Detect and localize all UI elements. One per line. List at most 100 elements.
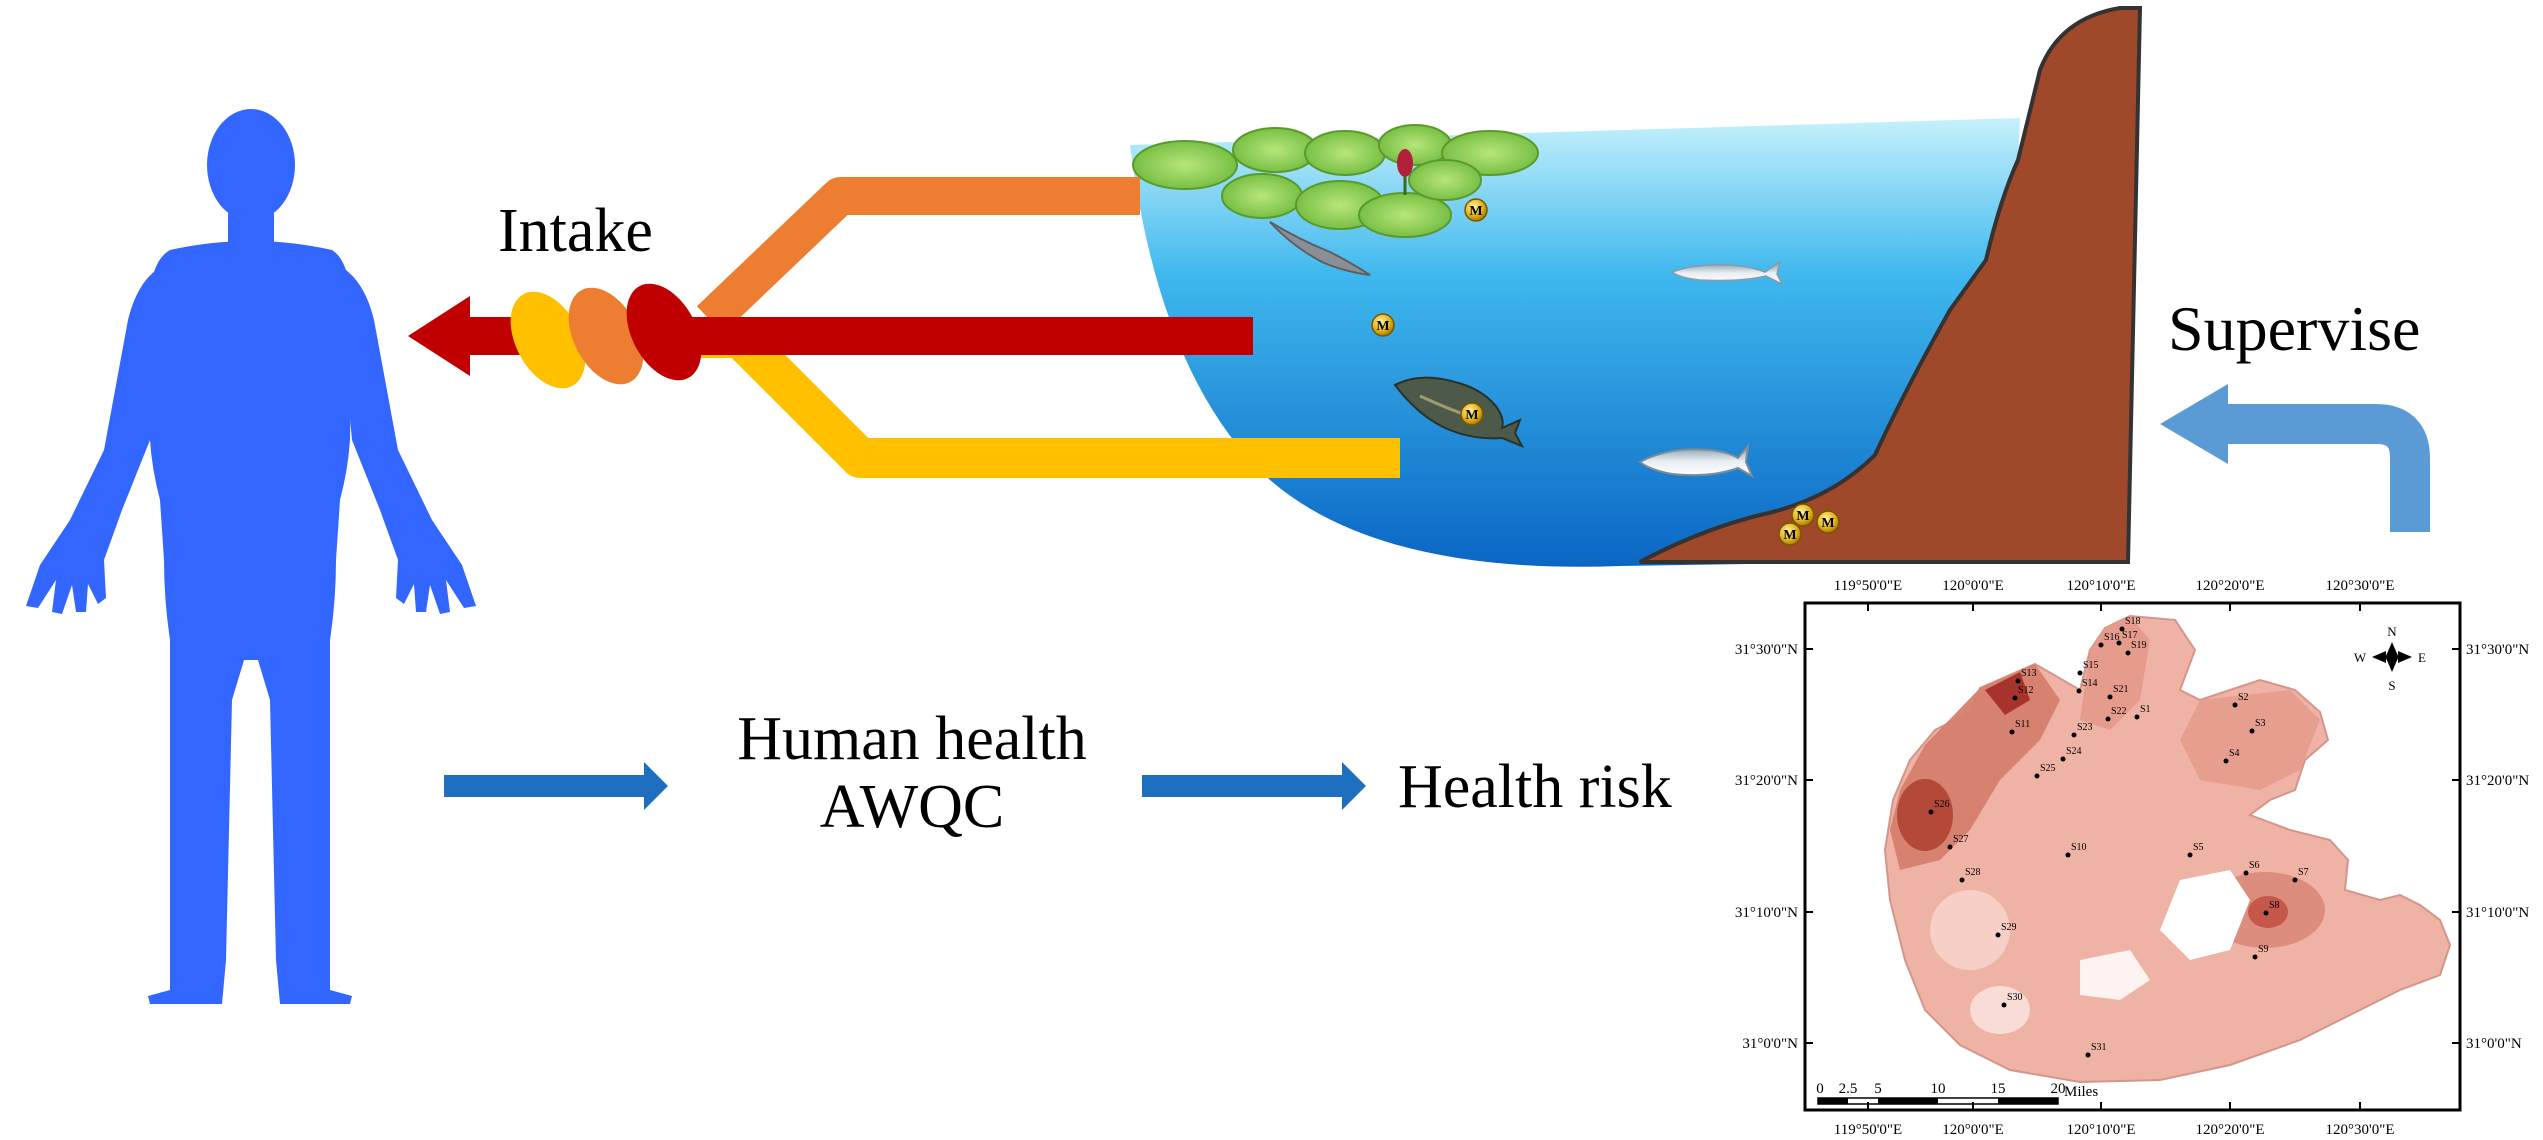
awqc-label-line1: Human health: [737, 705, 1087, 773]
map-top-axis-label: 120°30'0"E: [2326, 578, 2395, 594]
sampling-site-label: S9: [2258, 944, 2269, 955]
sampling-site-dot: [2223, 758, 2229, 764]
map-bottom-axis-label: 120°0'0"E: [1942, 1122, 2004, 1138]
metal-marker-label: M: [1469, 204, 1482, 219]
map-left-axis-label: 31°20'0"N: [1735, 773, 1798, 789]
scale-tick-label: 15: [1991, 1081, 2006, 1097]
intake-label: Intake: [498, 197, 653, 265]
awqc-label-line2: AWQC: [819, 773, 1005, 841]
sampling-site-label: S1: [2140, 704, 2151, 715]
sampling-site-dot: [2134, 714, 2140, 720]
sampling-site-label: S31: [2091, 1042, 2107, 1053]
metal-markers: M M M M M M: [1371, 198, 1840, 546]
sampling-site-dot: [2125, 650, 2131, 656]
awqc-label: Human health AWQC: [712, 705, 1112, 841]
sampling-site-dot: [2119, 626, 2125, 632]
metal-marker-icon: M: [1371, 313, 1395, 337]
compass-rose-icon: N S E W: [2354, 624, 2426, 693]
sampling-site-dot: [1995, 932, 2001, 938]
sampling-site-dot: [2243, 870, 2249, 876]
sampling-site-label: S15: [2083, 660, 2099, 671]
sampling-site-dot: [2232, 702, 2238, 708]
sampling-site-label: S18: [2125, 616, 2141, 627]
sampling-site-label: S29: [2001, 922, 2017, 933]
herring-fish-icon: [1638, 442, 1755, 479]
sampling-site-label: S8: [2269, 900, 2280, 911]
compass-w: W: [2354, 650, 2367, 665]
map-top-axis-label: 120°20'0"E: [2196, 578, 2265, 594]
sampling-site-dot: [1928, 809, 1934, 815]
map-bottom-axis-label: 120°30'0"E: [2326, 1122, 2395, 1138]
map-right-axis-label: 31°20'0"N: [2466, 773, 2529, 789]
sampling-site-dot: [2009, 729, 2015, 735]
sampling-site-label: S24: [2066, 746, 2082, 757]
compass-e: E: [2418, 650, 2426, 665]
sampling-site-label: S19: [2131, 640, 2147, 651]
sampling-site-label: S7: [2298, 867, 2309, 878]
sampling-site-label: S28: [1965, 867, 1981, 878]
scale-tick-label: 5: [1874, 1081, 1882, 1097]
sampling-site-label: S22: [2111, 706, 2127, 717]
sampling-site-dot: [2077, 670, 2083, 676]
map-top-axis-label: 120°10'0"E: [2067, 578, 2136, 594]
scale-tick-label: 10: [1931, 1081, 1946, 1097]
sampling-site-dot: [2116, 640, 2122, 646]
health-risk-label: Health risk: [1398, 753, 1672, 821]
lake-bank-cliff: [1639, 6, 2143, 564]
lily-pads-icon: [1132, 124, 1539, 238]
sampling-site-label: S6: [2249, 860, 2260, 871]
compass-n: N: [2387, 624, 2397, 639]
sampling-site-dot: [2001, 1002, 2007, 1008]
sampling-site-label: S17: [2122, 630, 2138, 641]
sampling-site-dot: [2034, 773, 2040, 779]
map-top-axis-label: 120°0'0"E: [1942, 578, 2004, 594]
sampling-site-label: S16: [2104, 632, 2120, 643]
sampling-site-label: S23: [2077, 722, 2093, 733]
braided-pathways-icon: [510, 283, 702, 389]
supervise-arrow-icon: [2160, 384, 2430, 532]
sampling-site-label: S5: [2193, 842, 2204, 853]
sampling-site-label: S26: [1934, 799, 1950, 810]
sampling-site-label: S10: [2071, 842, 2087, 853]
sampling-site-dot: [2015, 678, 2021, 684]
metal-marker-icon: M: [1464, 198, 1488, 222]
human-figure-icon: [26, 109, 476, 1004]
map-left-axis-label: 31°0'0"N: [1742, 1036, 1798, 1052]
sampling-site-dot: [2085, 1052, 2091, 1058]
sampling-site-label: S30: [2007, 992, 2023, 1003]
sampling-site-dot: [2187, 852, 2193, 858]
intake-arrowhead-icon: [408, 296, 470, 376]
metal-marker-label: M: [1376, 319, 1389, 334]
sampling-site-label: S25: [2040, 763, 2056, 774]
map-right-axis-label: 31°10'0"N: [2466, 905, 2529, 921]
supervise-label: Supervise: [2168, 293, 2421, 364]
sampling-site-dot: [2065, 852, 2071, 858]
sampling-site-label: S27: [1953, 834, 1969, 845]
scale-unit-label: Miles: [2064, 1084, 2098, 1100]
scale-tick-label: 2.5: [1839, 1081, 1858, 1097]
compass-s: S: [2388, 678, 2395, 693]
orange-pathway: [696, 177, 1140, 334]
metal-marker-icon: M: [1460, 402, 1484, 426]
sampling-site-dot: [2098, 642, 2104, 648]
map-top-axis-label: 119°50'0"E: [1834, 578, 1902, 594]
sampling-site-dot: [1959, 877, 1965, 883]
sampling-site-label: S2: [2238, 692, 2249, 703]
sampling-site-label: S14: [2082, 678, 2098, 689]
lotus-flower-icon: [1397, 149, 1413, 195]
metal-marker-label: M: [1796, 509, 1809, 524]
map-bottom-axis-label: 120°10'0"E: [2067, 1122, 2136, 1138]
metal-marker-icon: M: [1816, 510, 1840, 534]
sampling-site-dot: [1947, 844, 1953, 850]
sampling-site-label: S3: [2255, 718, 2266, 729]
sampling-site-dot: [2071, 732, 2077, 738]
arrow-to-health-risk-icon: [1142, 762, 1366, 810]
map-left-axis-label: 31°30'0"N: [1735, 642, 1798, 658]
sampling-site-label: S13: [2021, 668, 2037, 679]
metal-marker-label: M: [1465, 408, 1478, 423]
metal-marker-label: M: [1783, 528, 1796, 543]
silver-fish-icon: [1670, 260, 1784, 286]
sampling-site-dot: [2252, 954, 2258, 960]
metal-marker-icon: M: [1778, 522, 1802, 546]
